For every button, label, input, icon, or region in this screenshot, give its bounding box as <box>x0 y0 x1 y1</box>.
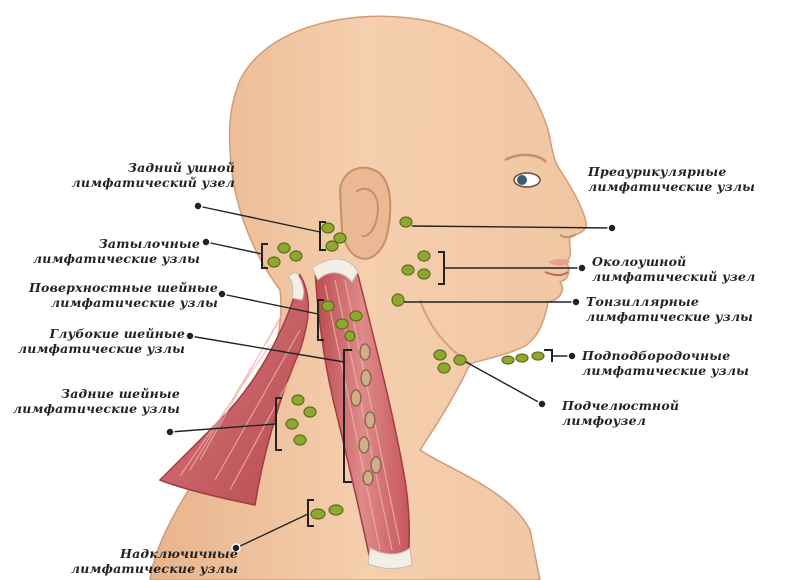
label-tonsillar: Тонзиллярные лимфатические узлы <box>586 294 776 324</box>
label-line: Задние шейные <box>61 386 180 401</box>
label-posterior-cervical: Задние шейные лимфатические узлы <box>10 386 180 416</box>
eyebrow <box>504 153 547 163</box>
nostril <box>559 233 577 239</box>
label-submental: Подподбородочные лимфатические узлы <box>582 348 782 378</box>
label-line: Затылочные <box>98 236 200 251</box>
label-line: лимфатический узел <box>592 269 756 284</box>
label-superficial-cervical: Поверхностные шейные лимфатические узлы <box>10 280 218 310</box>
label-line: лимфатические узлы <box>17 341 185 356</box>
label-line: Поверхностные шейные <box>29 280 218 295</box>
leader-lines <box>169 205 613 549</box>
mouth <box>544 271 569 276</box>
label-parotid: Околоушной лимфатический узел <box>592 254 782 284</box>
brackets <box>261 221 553 527</box>
label-line: лимфатические узлы <box>50 295 218 310</box>
label-submandibular: Подчелюстной лимфоузел <box>562 398 742 428</box>
label-preauricular: Преаурикулярные лимфатические узлы <box>588 164 778 194</box>
muscle-tendon-bottom <box>367 547 413 570</box>
label-line: лимфатические узлы <box>582 363 750 378</box>
muscle-tendon-top <box>311 258 359 283</box>
deep-cervical-nodes <box>350 343 382 486</box>
label-line: Задний ушной <box>127 160 235 175</box>
label-line: лимфатические узлы <box>32 251 200 266</box>
label-line: Надключичные <box>120 546 238 561</box>
lymph-nodes <box>267 216 545 520</box>
label-line: Преаурикулярные <box>588 164 727 179</box>
label-line: Глубокие шейные <box>49 326 185 341</box>
label-line: лимфатические узлы <box>12 401 180 416</box>
label-occipital: Затылочные лимфатические узлы <box>20 236 200 266</box>
ear-inner <box>355 187 380 238</box>
label-line: лимфатический узел <box>71 175 235 190</box>
iris <box>517 175 527 185</box>
label-line: лимфоузел <box>562 413 647 428</box>
label-posterior-auricular: Задний ушной лимфатический узел <box>40 160 235 190</box>
label-line: Околоушной <box>592 254 687 269</box>
label-supraclavicular: Надключичные лимфатические узлы <box>60 546 238 576</box>
label-line: Подподбородочные <box>582 348 731 363</box>
trapezius-muscle <box>158 273 309 506</box>
label-line: лимфатические узлы <box>70 561 238 576</box>
label-deep-cervical: Глубокие шейные лимфатические узлы <box>10 326 185 356</box>
label-line: лимфатические узлы <box>586 309 754 324</box>
leader-dots <box>165 201 617 553</box>
lips <box>548 259 570 266</box>
trapezius-tendon <box>287 271 305 301</box>
label-line: Подчелюстной <box>562 398 680 413</box>
ear <box>338 166 392 260</box>
label-line: Тонзиллярные <box>586 294 699 309</box>
label-line: лимфатические узлы <box>588 179 756 194</box>
